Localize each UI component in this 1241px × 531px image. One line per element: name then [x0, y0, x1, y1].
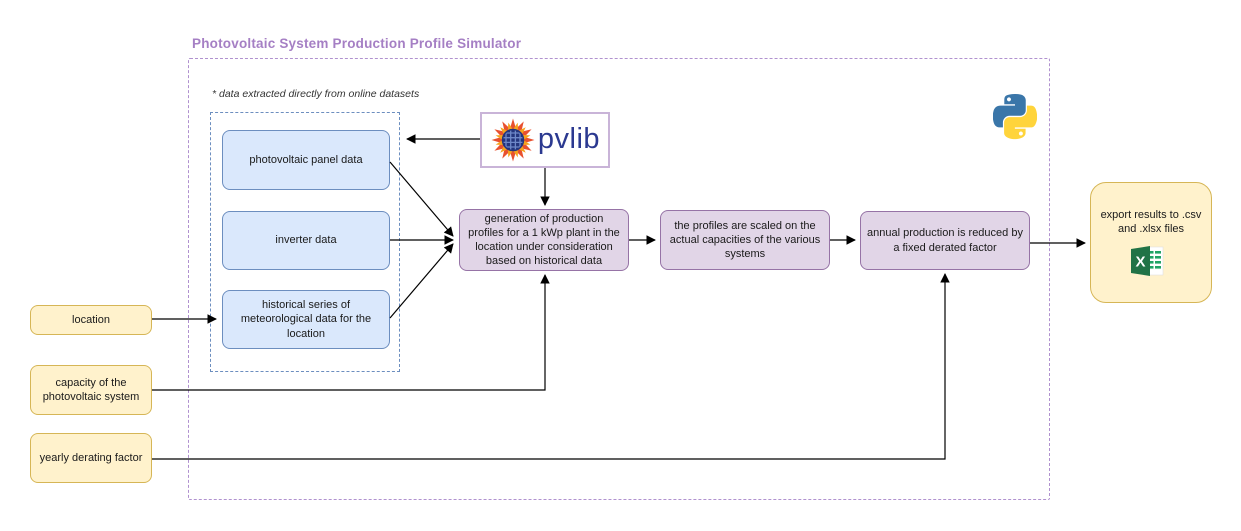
source-box-meteorological-data: historical series of meteorological data…: [222, 290, 390, 349]
source-box-label: historical series of meteorological data…: [240, 299, 372, 340]
pvlib-logo: pvlib: [480, 112, 610, 168]
input-box-location: location: [30, 305, 152, 335]
excel-icon: X: [1131, 246, 1164, 277]
source-box-label: photovoltaic panel data: [249, 153, 363, 166]
source-box-label: inverter data: [275, 234, 337, 247]
diagram-title: Photovoltaic System Production Profile S…: [192, 36, 522, 51]
input-box-label: yearly derating factor: [39, 451, 143, 464]
pvlib-sun-icon: [491, 118, 535, 162]
process-box-label: annual production is reduced by a fixed …: [867, 227, 1023, 254]
output-box-label: export results to .csv and .xlsx files: [1100, 208, 1202, 235]
input-box-label: capacity of the photovoltaic system: [42, 376, 140, 403]
process-box-profile-scaling: the profiles are scaled on the actual ca…: [660, 210, 830, 270]
svg-text:X: X: [1135, 254, 1145, 271]
process-box-label: the profiles are scaled on the actual ca…: [669, 219, 821, 261]
process-box-profile-generation: generation of production profiles for a …: [459, 209, 629, 271]
data-source-note: * data extracted directly from online da…: [212, 88, 420, 100]
pvlib-logo-text: pvlib: [537, 122, 601, 155]
process-box-derating: annual production is reduced by a fixed …: [860, 211, 1030, 270]
input-box-capacity: capacity of the photovoltaic system: [30, 365, 152, 415]
input-box-derating-factor: yearly derating factor: [30, 433, 152, 483]
input-box-label: location: [72, 313, 110, 326]
output-box-export: export results to .csv and .xlsx files X: [1090, 182, 1212, 303]
source-box-photovoltaic-panel-data: photovoltaic panel data: [222, 130, 390, 190]
python-icon: [993, 94, 1037, 140]
process-box-label: generation of production profiles for a …: [468, 212, 620, 268]
source-box-inverter-data: inverter data: [222, 211, 390, 270]
